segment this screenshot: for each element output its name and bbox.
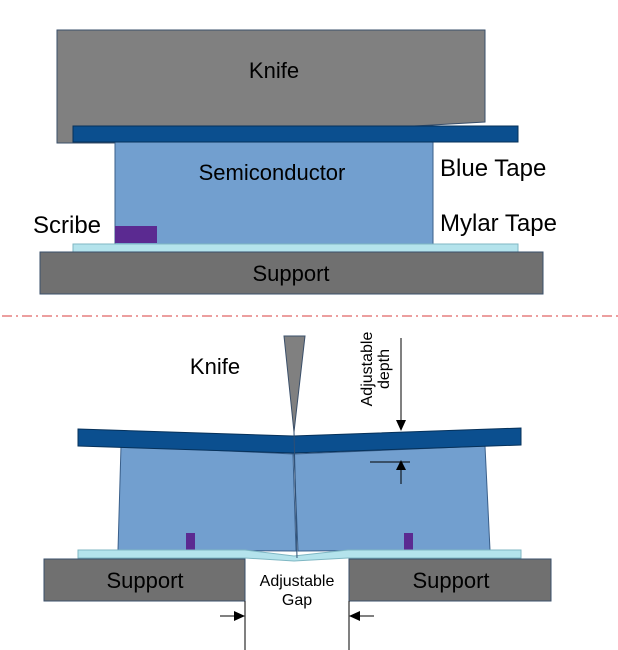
- bottom-knife-wedge: [283, 335, 306, 433]
- top-knife-label: Knife: [249, 58, 299, 83]
- top-mylar-tape: [72, 243, 519, 253]
- top-view: Knife Semiconductor Blue Tape Mylar Tape…: [33, 29, 557, 295]
- depth-arrowhead-top: [396, 420, 406, 431]
- top-mylar-tape-label: Mylar Tape: [440, 210, 557, 237]
- crack-line: [293, 431, 298, 559]
- bottom-support-right: [348, 558, 552, 602]
- gap-arrowhead-right: [349, 611, 360, 621]
- bottom-scribe-right: [404, 533, 413, 550]
- top-semiconductor: [114, 140, 434, 245]
- adjustable-depth-label-line1: Adjustable: [359, 332, 376, 407]
- bottom-support-right-label: Support: [412, 568, 489, 593]
- bottom-knife-label: Knife: [190, 354, 240, 379]
- bottom-semiconductor-left: [117, 445, 297, 552]
- adjustable-depth-label-line2: depth: [376, 349, 393, 389]
- top-scribe: [115, 226, 157, 243]
- bottom-scribe-left: [186, 533, 195, 550]
- bottom-support-left: [43, 558, 246, 602]
- bottom-support-left-label: Support: [106, 568, 183, 593]
- top-semiconductor-label: Semiconductor: [199, 160, 346, 185]
- top-support-label: Support: [252, 261, 329, 286]
- top-scribe-label: Scribe: [33, 212, 101, 239]
- bottom-view: Knife Adjustable depth Support Support A…: [43, 332, 552, 650]
- adjustable-gap-label-line2: Gap: [282, 592, 312, 609]
- top-blue-tape: [72, 125, 519, 143]
- depth-arrowhead-bottom: [396, 460, 406, 470]
- top-blue-tape-label: Blue Tape: [440, 155, 546, 182]
- bottom-mylar-tape: [77, 549, 522, 562]
- top-support: [39, 251, 544, 295]
- gap-arrowhead-left: [234, 611, 245, 621]
- adjustable-gap-label-line1: Adjustable: [260, 573, 335, 590]
- bottom-blue-tape: [77, 427, 522, 454]
